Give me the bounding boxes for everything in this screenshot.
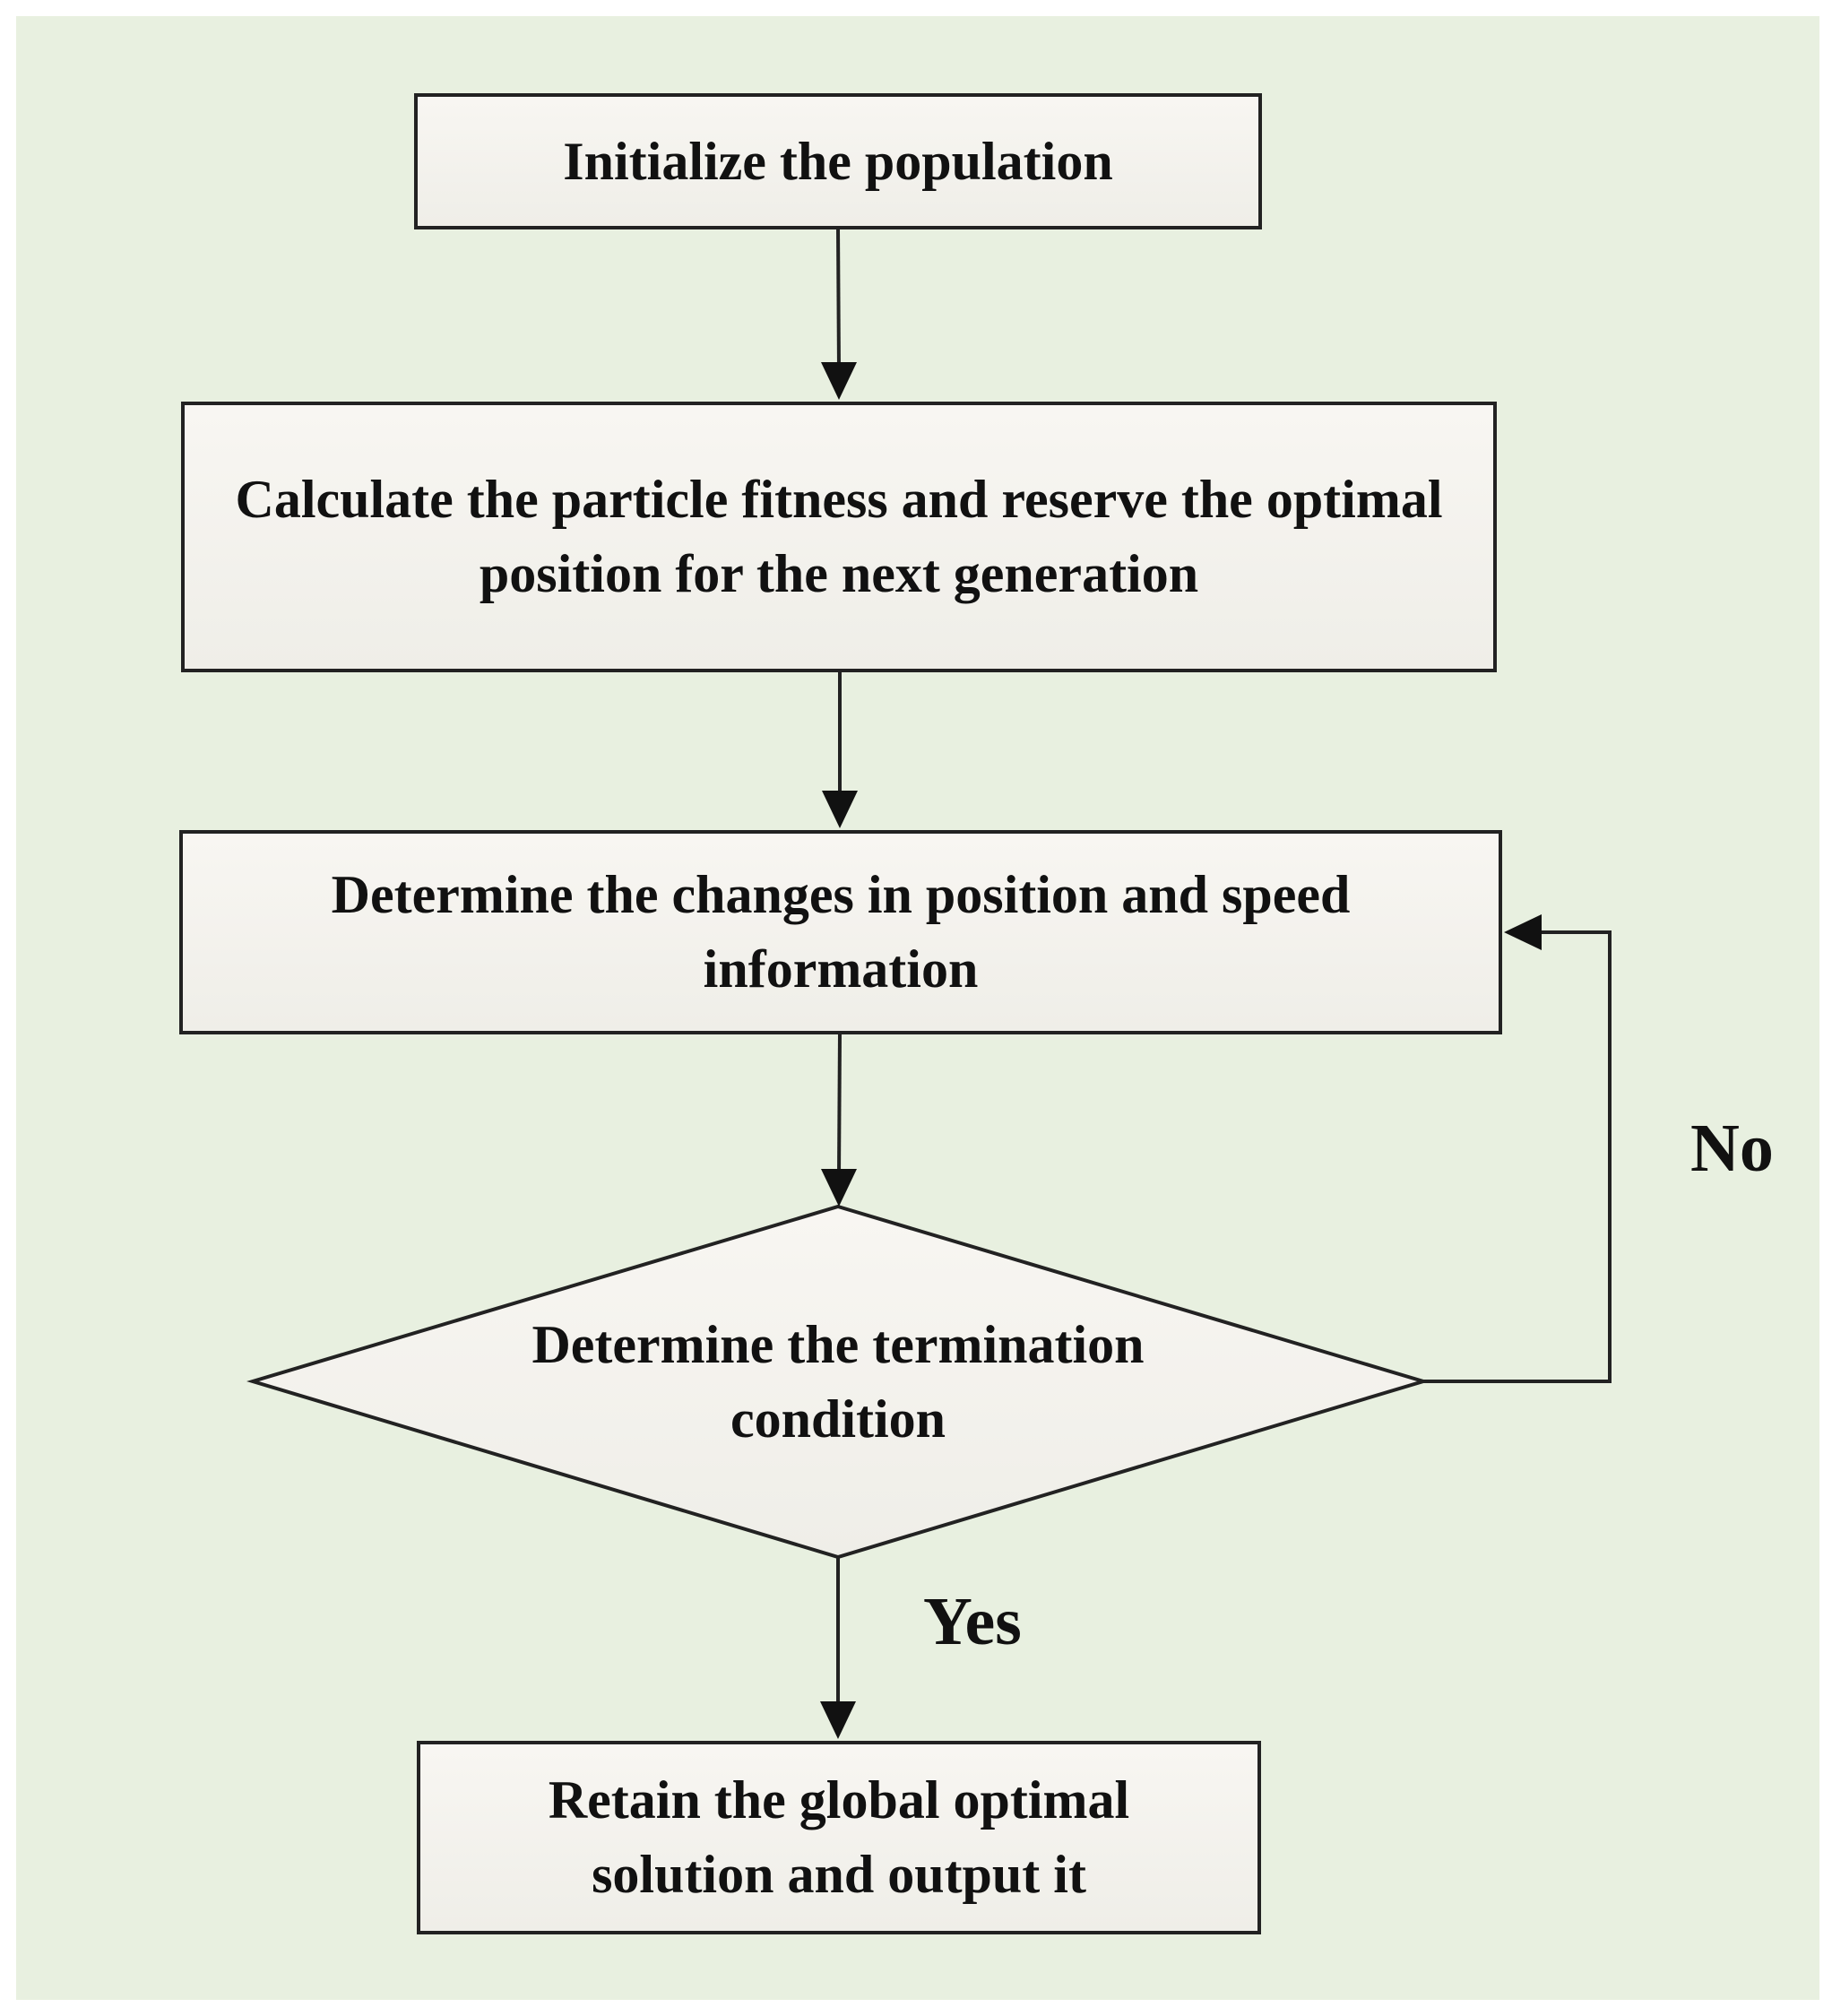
node-initialize-population-text: Initialize the population [563, 131, 1113, 191]
node-determine-changes: Determine the changes in position and sp… [179, 830, 1502, 1034]
edge-label-yes: Yes [923, 1584, 1022, 1659]
edge-init-to-fitness [821, 227, 857, 400]
node-calculate-fitness-text: Calculate the particle fitness and reser… [235, 470, 1443, 603]
edge-label-no: No [1690, 1111, 1774, 1186]
node-retain-output-text: Retain the global optimal solution and o… [548, 1770, 1130, 1904]
node-calculate-fitness: Calculate the particle fitness and reser… [181, 402, 1497, 672]
edge-fitness-to-update [822, 671, 858, 828]
edge-check-to-update-no [1423, 914, 1612, 1383]
node-retain-output: Retain the global optimal solution and o… [417, 1741, 1261, 1934]
node-termination-condition: Determine the termination condition [466, 1302, 1210, 1463]
node-determine-changes-text: Determine the changes in position and sp… [331, 865, 1351, 999]
edge-update-to-check [821, 1032, 857, 1207]
node-initialize-population: Initialize the population [414, 93, 1262, 229]
edge-check-to-output-yes [820, 1557, 856, 1739]
node-termination-condition-text: Determine the termination condition [531, 1315, 1145, 1449]
